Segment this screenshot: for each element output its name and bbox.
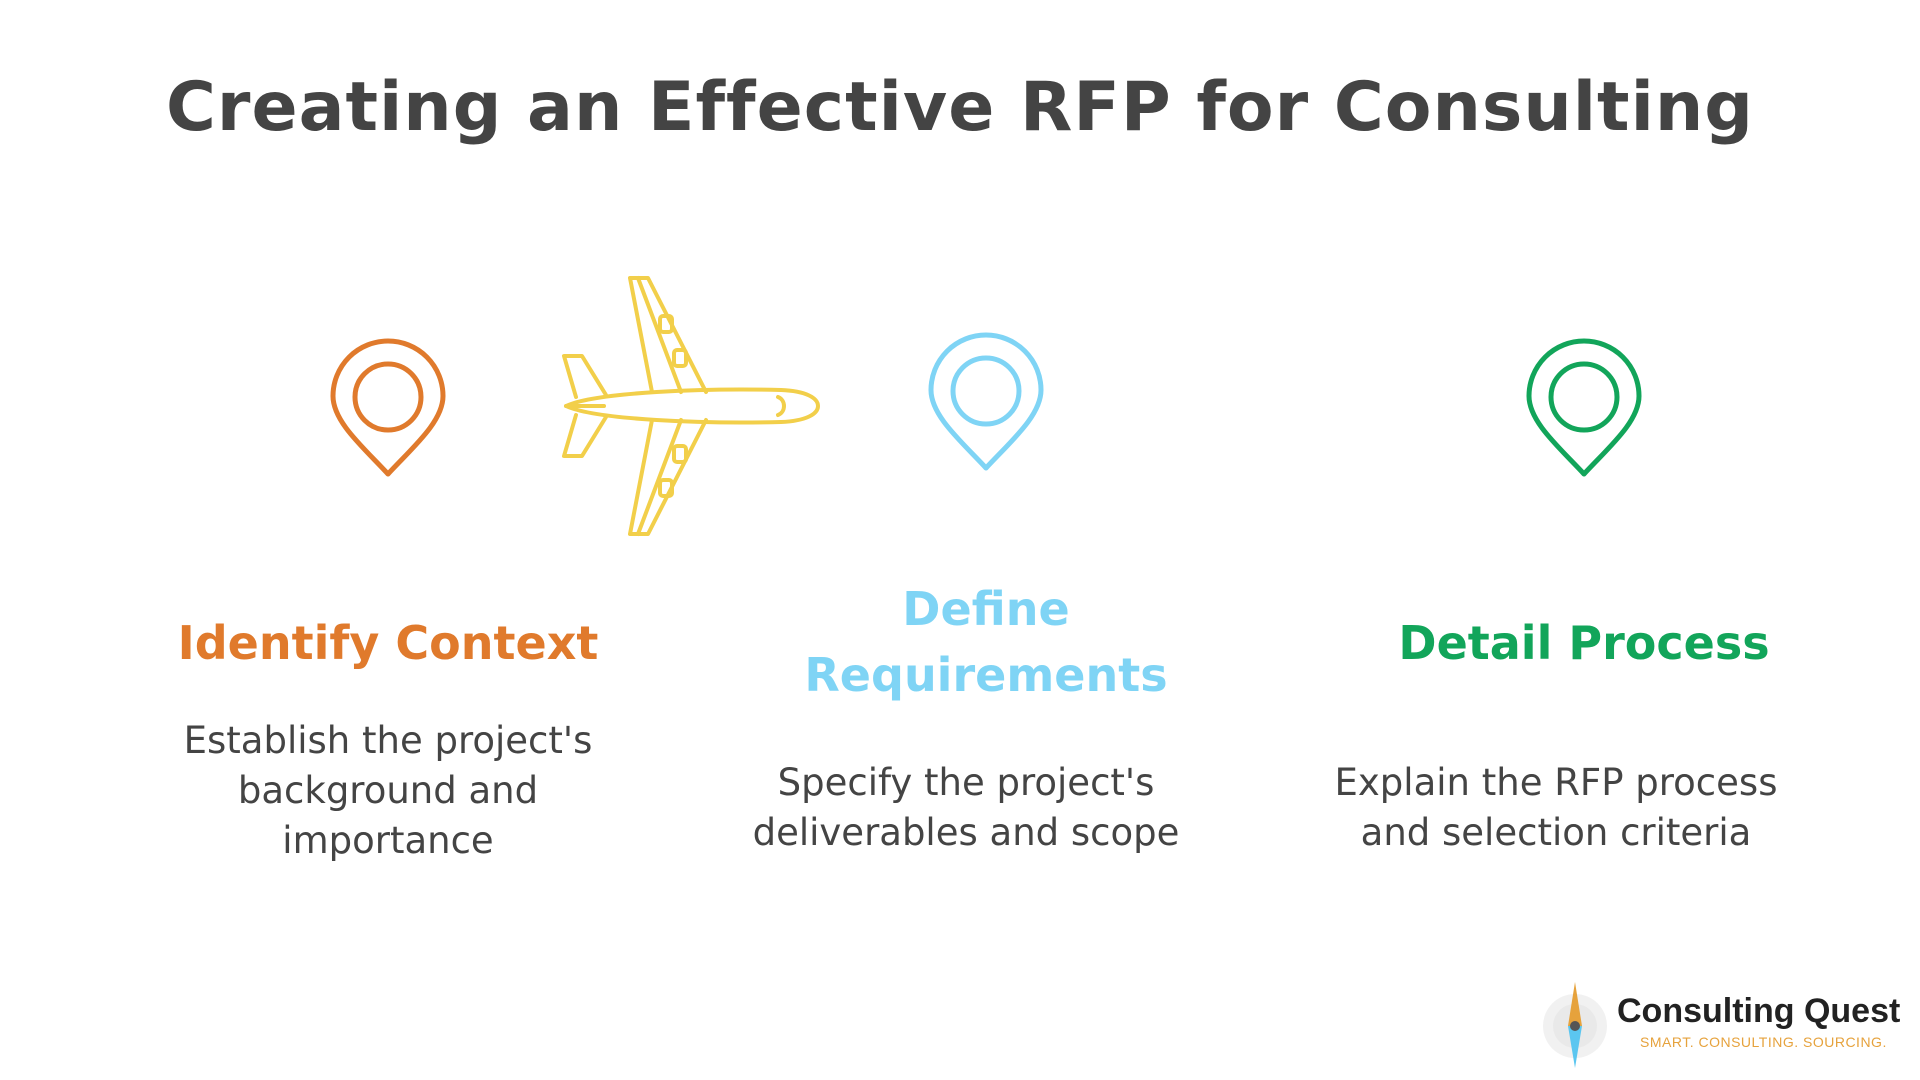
compass-icon [1543,982,1607,1068]
page-title: Creating an Effective RFP for Consulting [166,68,1754,147]
airplane-icon [562,276,820,536]
location-pin-icon [928,332,1044,471]
step-description-detail-process: Explain the RFP process and selection cr… [1334,761,1778,854]
step-description-identify-context: Establish the project's background and i… [183,719,593,862]
location-pin-icon [1526,338,1642,477]
step-heading-identify-context: Identify Context [177,616,599,670]
logo-name: Consulting Quest [1617,992,1901,1030]
brand-logo: Consulting Quest SMART. CONSULTING. SOUR… [1535,980,1915,1070]
logo-tagline: SMART. CONSULTING. SOURCING. [1640,1034,1887,1050]
step-heading-detail-process: Detail Process [1398,616,1770,670]
step-heading-define-requirements: Define Requirements [804,582,1168,702]
step-description-define-requirements: Specify the project's deliverables and s… [752,761,1180,854]
location-pin-icon [330,338,446,477]
